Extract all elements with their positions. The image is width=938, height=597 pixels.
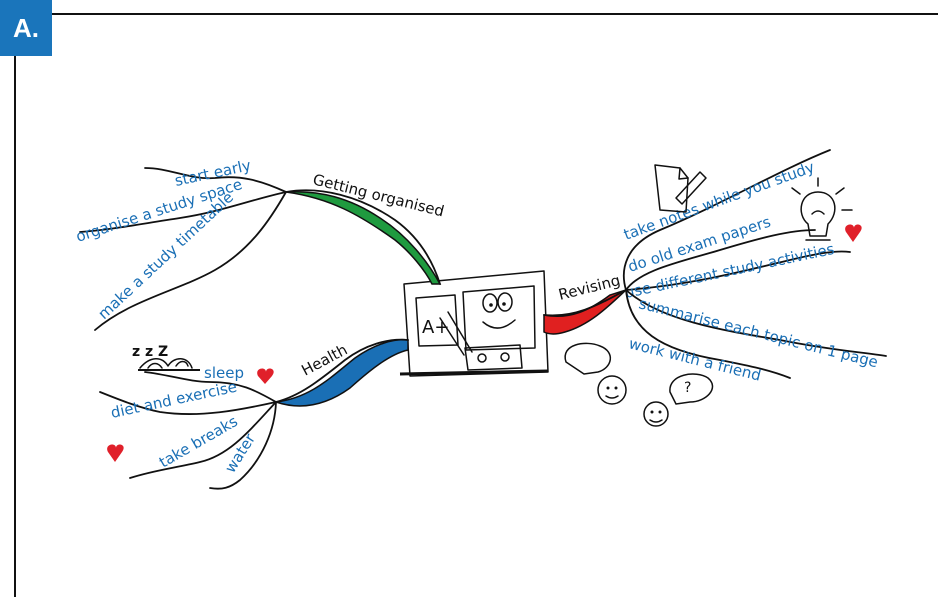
heart-icon — [257, 368, 274, 384]
notepad-pencil-icon — [654, 164, 707, 213]
health-branch — [275, 338, 409, 407]
heart-icon — [107, 444, 124, 462]
sleeping-figure-icon: z z Z — [132, 344, 200, 371]
water-text: water — [221, 430, 259, 476]
sleep-z-text: z z Z — [132, 344, 168, 360]
question-mark-text: ? — [684, 380, 691, 396]
friends-talking-icon: ? — [564, 342, 714, 427]
light-bulb-icon — [791, 177, 853, 241]
work-with-friend-text: work with a friend — [627, 334, 763, 384]
sleep-text: sleep — [204, 364, 244, 382]
heart-icon — [845, 224, 862, 242]
section-tag: A. — [0, 0, 52, 56]
central-board-icon: A+ — [399, 270, 549, 377]
diet-exercise-text: diet and exercise — [109, 378, 238, 422]
